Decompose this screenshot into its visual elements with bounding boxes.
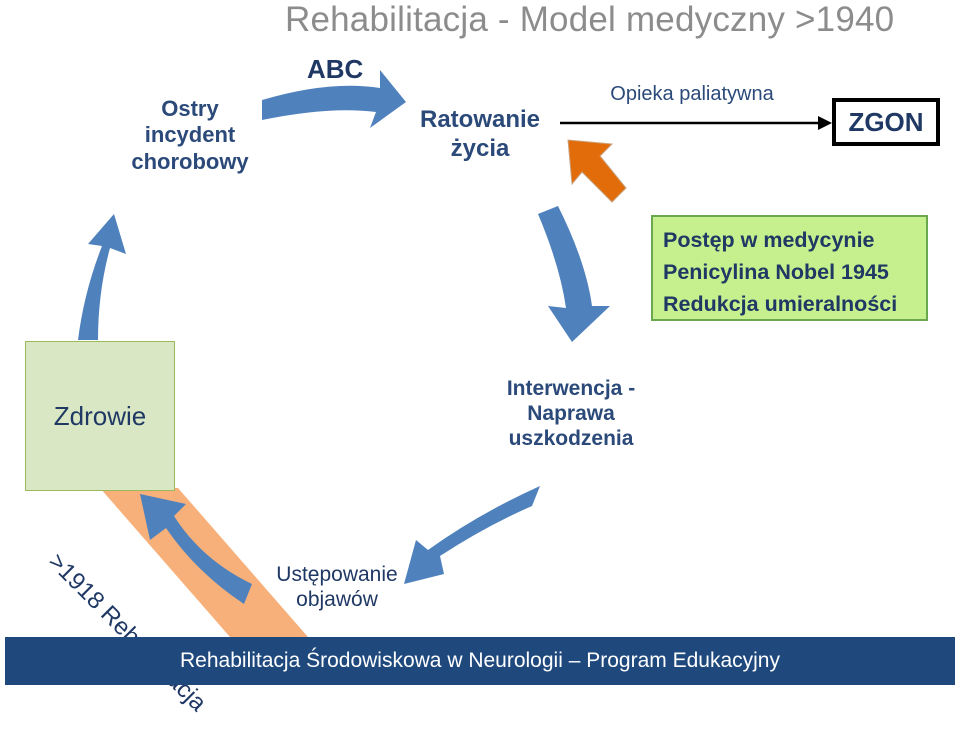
orange-arrow [567,139,627,203]
page-title: Rehabilitacja - Model medyczny >1940 [285,0,895,39]
node-zgon: ZGON [832,98,940,146]
cycle-arrow-top [262,70,406,128]
diagram-canvas [78,70,832,637]
node-zdrowie: Zdrowie [25,341,175,491]
node-ustepowanie-objawow: Ustępowanie objawów [276,563,398,612]
node-ostry-incydent: Ostry incydent chorobowy [131,96,249,174]
cycle-arrow-left [78,214,126,340]
cycle-arrow-bottom-left [140,494,252,604]
footer-bar: Rehabilitacja Środowiskowa w Neurologii … [5,637,955,685]
palliative-arrowhead [818,116,832,130]
node-interwencja: Interwencja - Naprawa uszkodzenia [506,377,636,451]
node-postep-w-medycynie: Postęp w medycynie Penicylina Nobel 1945… [651,215,928,321]
label-abc: ABC [307,54,364,84]
cycle-arrow-right [538,206,610,342]
node-ratowanie-zycia: Ratowanie życia [419,106,541,162]
label-opieka-paliatywna: Opieka paliatywna [610,83,774,105]
cycle-arrow-bottom-right [404,486,540,584]
